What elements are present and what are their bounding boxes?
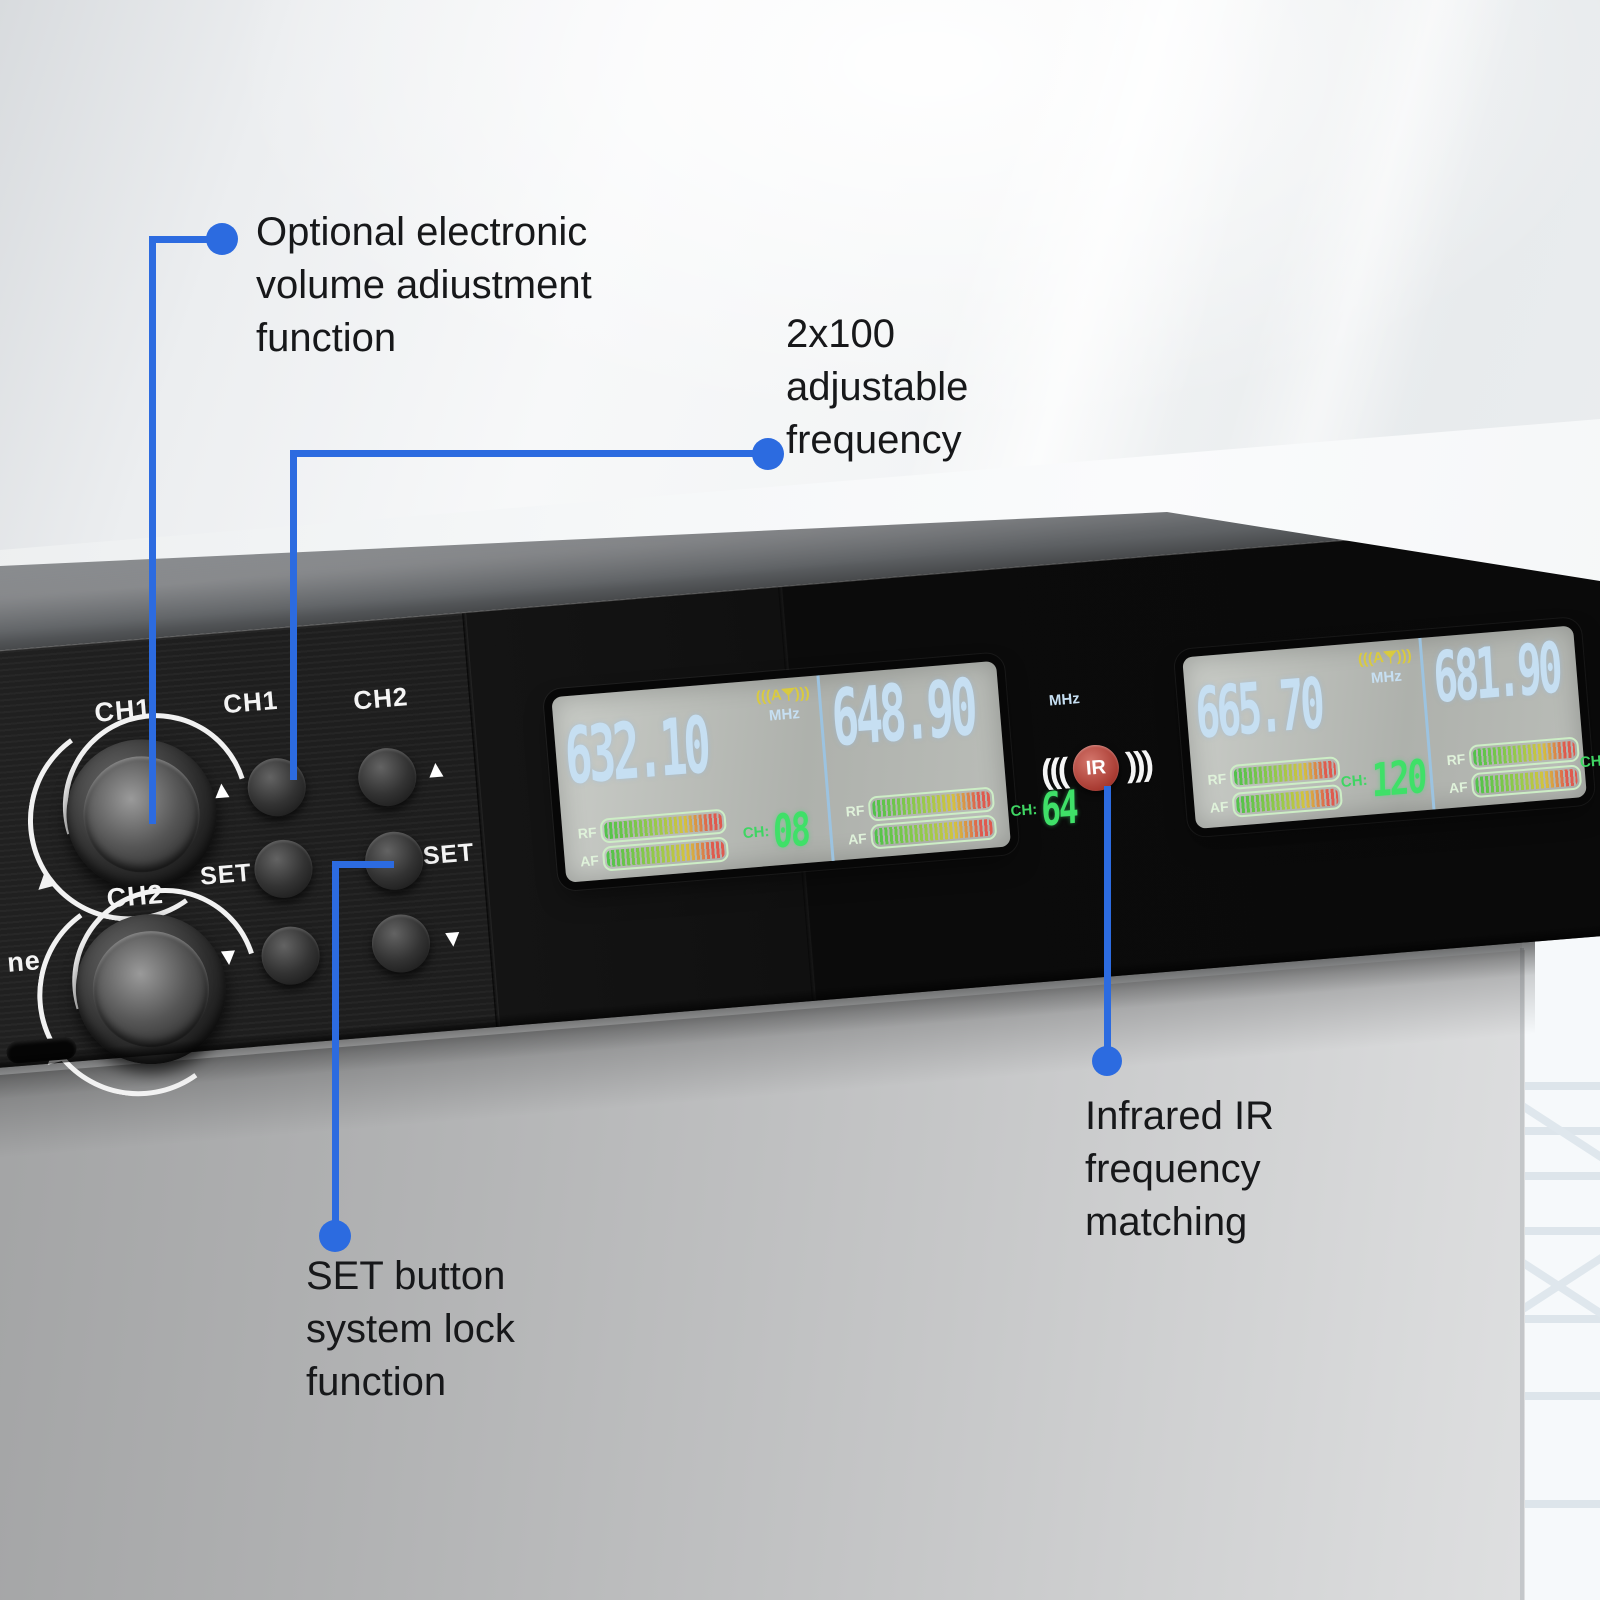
unit-label: MHz — [1048, 690, 1081, 710]
callout-frequency-line — [290, 450, 297, 780]
af-meter — [1231, 783, 1344, 818]
frequency-readout: 665.70 — [1193, 662, 1324, 755]
ir-waves-right-icon: ))) — [1124, 744, 1153, 784]
window-bar — [1522, 1227, 1600, 1235]
callout-volume-text: Optional electronic volume adiustment fu… — [256, 210, 592, 360]
callout-volume-line — [149, 236, 223, 243]
rf-label: RF — [577, 823, 598, 842]
pedestal-edge — [1520, 948, 1524, 1600]
callout-set-text: SET button system lock function — [306, 1254, 515, 1404]
window-grid — [1489, 895, 1600, 1600]
window-bar — [1522, 1082, 1600, 1090]
device-front-panel: CH1 CH2 ne CH1 CH2 ▲ ▲ SET SET ▼ ▼ — [0, 512, 1600, 1112]
ir-waves-left-icon: ((( — [1039, 751, 1068, 791]
window-bar — [1522, 1500, 1600, 1508]
window-bar — [1522, 1172, 1600, 1180]
lcd1-channel1: 632.10 ((( A ))) MHz RF AF — [551, 676, 831, 883]
port — [5, 1036, 78, 1065]
lcd2-channel2: 681.90 MHz RF AF CH:174 — [1418, 618, 1600, 810]
callout-set-dot — [319, 1220, 351, 1252]
lcd2-channel1: 665.70 ((( A ))) MHz RF AF — [1182, 638, 1432, 829]
callout-frequency-line — [290, 450, 768, 457]
frequency-readout: 648.90 — [829, 662, 977, 765]
partial-panel-label: ne — [6, 945, 42, 978]
window-bar — [1522, 1392, 1600, 1400]
channel-number: 120 — [1370, 748, 1426, 807]
af-label: AF — [1448, 778, 1469, 796]
rf-label: RF — [1206, 769, 1227, 788]
wireless-receiver-unit: CH1 CH2 ne CH1 CH2 ▲ ▲ SET SET ▼ ▼ — [0, 417, 1600, 1112]
rf-label: RF — [1445, 750, 1466, 768]
callout-volume-dot — [206, 223, 238, 255]
down-arrow-icon: ▼ — [215, 942, 242, 972]
af-label: AF — [1209, 797, 1230, 816]
window-bar — [1522, 1315, 1600, 1323]
down-arrow-icon: ▼ — [439, 924, 466, 954]
unit-label: MHz — [768, 705, 801, 725]
antenna-icon: ((( A ))) — [755, 684, 811, 706]
up-arrow-icon: ▲ — [208, 775, 235, 805]
antenna-icon: ((( A ))) — [1357, 646, 1413, 669]
callout-volume-line — [149, 236, 156, 824]
callout-ir-dot — [1092, 1046, 1122, 1076]
lcd-display-2: 665.70 ((( A ))) MHz RF AF — [1182, 618, 1600, 829]
callout-ir-line — [1104, 786, 1111, 1058]
channel-label: CH: — [1579, 752, 1600, 772]
callout-set-line — [332, 861, 339, 1233]
ch2-volume-knob[interactable] — [22, 855, 291, 1112]
unit-label: MHz — [1370, 667, 1403, 688]
af-meter — [1470, 764, 1583, 799]
frequency-readout: 681.90 — [1431, 626, 1562, 719]
af-label: AF — [579, 851, 600, 870]
rf-label: RF — [845, 801, 865, 820]
callout-set-line — [332, 861, 394, 868]
up-arrow-icon: ▲ — [422, 755, 449, 785]
callout-ir-text: Infrared IR frequency matching — [1085, 1094, 1274, 1244]
channel-label: CH: — [742, 822, 771, 843]
frequency-readout: 632.10 — [562, 700, 710, 803]
callout-frequency-dot — [752, 438, 784, 470]
ir-sync-button[interactable]: IR — [1071, 743, 1121, 793]
channel-label: CH: — [1340, 771, 1369, 791]
af-label: AF — [847, 829, 868, 848]
channel-number: 08 — [772, 801, 810, 859]
lcd-display-1: 632.10 ((( A ))) MHz RF AF — [551, 653, 1100, 883]
callout-frequency-text: 2x100 adjustable frequency — [786, 312, 969, 462]
ir-sync-area: ((( IR ))) — [1008, 719, 1184, 817]
